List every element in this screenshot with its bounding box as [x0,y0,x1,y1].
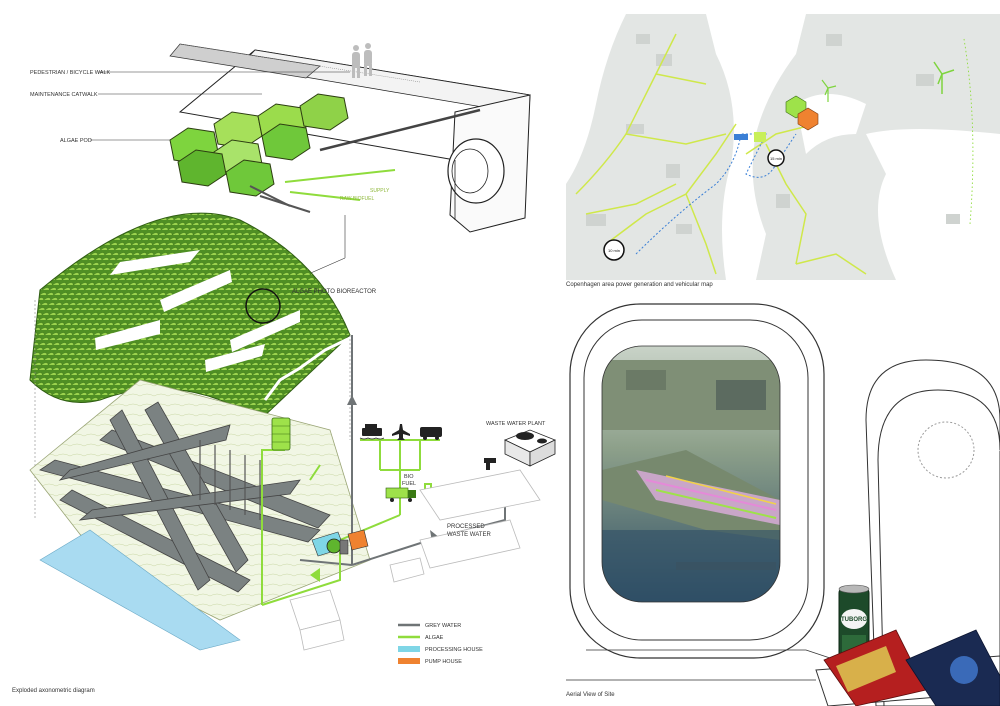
legend: GREY WATER ALGAE PROCESSING HOUSE PUMP H… [398,623,483,665]
label-waste-plant: WASTE WATER PLANT [486,421,546,427]
airplane-icon [392,424,410,440]
wind-turbine-icon [933,61,955,94]
label-pod: ALGAE POD [60,138,92,144]
caption-axo: Exploded axonometric diagram [12,688,95,694]
legend-algae: ALGAE [425,635,444,641]
caption-map: Copenhagen area power generation and veh… [566,282,713,288]
waste-water-plant-icon [504,429,556,467]
label-fuel: FUEL [402,481,416,487]
plane-svg: TUBORG [566,303,1000,706]
badge-10min-text: 10 min [608,248,620,253]
caption-aerial: Aerial View of Site [566,692,615,698]
map-svg: 10 min 15 min [566,14,1000,280]
algae-pods [169,93,349,197]
ferry-icon [359,424,385,440]
map-site-marker [734,95,819,142]
badge-10min [603,239,625,261]
label-supply: SUPPLY [370,188,390,194]
label-raw-biofuel: RAW BIOFUEL [340,196,374,202]
label-waste-water: WASTE WATER [447,532,491,538]
algae-photo-bioreactor [29,212,351,421]
pedestrian-silhouette-icon [352,43,372,78]
badge-15min-text: 15 min [770,156,782,161]
copenhagen-map: 10 min 15 min [566,14,1000,280]
dashed-guides [34,300,351,520]
algae-tank-icon [271,417,291,451]
label-walk: PEDESTRIAN / BICYCLE WALK [30,70,111,76]
bus-icon [420,427,442,440]
aerial-view-illustration: TUBORG [566,300,1000,706]
window-view [602,346,780,602]
legend-pump-house: PUMP HOUSE [425,659,462,665]
label-catwalk: MAINTENANCE CATWALK [30,92,98,98]
legend-processing-house: PROCESSING HOUSE [425,647,483,653]
algae-arrow [310,568,320,582]
buildings-outline [289,469,541,651]
books-stack [823,629,1000,706]
label-bio: BIO [404,474,414,480]
grey-water-arrow-up [347,395,357,405]
exploded-axonometric-diagram: PEDESTRIAN / BICYCLE WALK MAINTENANCE CA… [12,43,556,694]
pump-machinery-icon [326,538,349,555]
wind-turbine-icon-small [821,79,837,102]
label-processed: PROCESSED [447,524,485,530]
label-bioreactor: ALGAE PHOTO BIOREACTOR [292,289,377,295]
badge-15min [767,149,785,167]
can-brand: TUBORG [841,617,867,623]
biofuel-truck-icon [385,487,416,502]
airplane-seat [865,359,1000,706]
legend-grey-water: GREY WATER [425,623,461,629]
supply-pipes [249,108,481,213]
pump-house [347,529,369,551]
walkway-tube [169,43,531,233]
